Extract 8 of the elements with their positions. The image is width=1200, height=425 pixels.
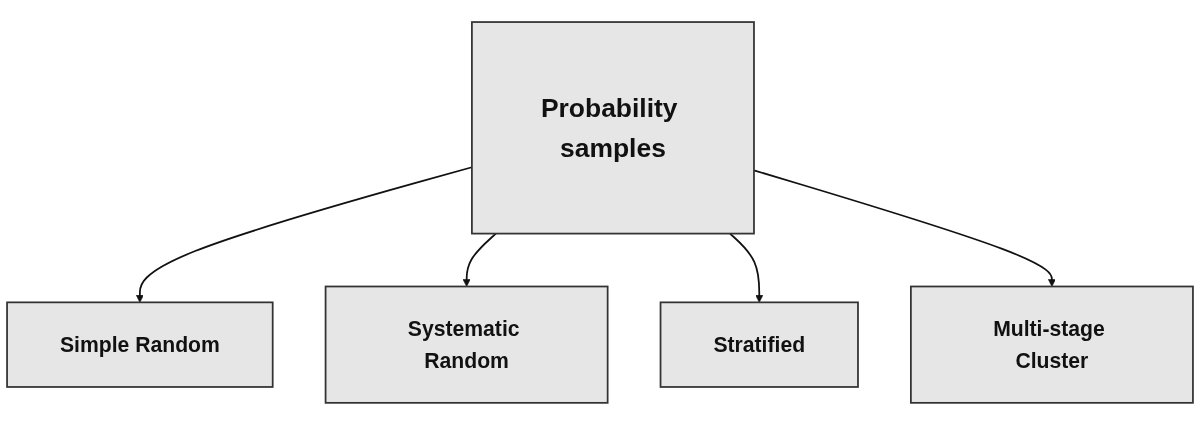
arrow [462,232,497,287]
node-box: Simple Random [6,301,274,388]
arrow [729,232,764,303]
node-box: Stratified [659,301,859,388]
node-box: Multi-stage Cluster [910,285,1194,404]
node-box: Probability samples [471,21,755,235]
node-box: Systematic Random [324,285,609,404]
arrow [753,169,1056,287]
